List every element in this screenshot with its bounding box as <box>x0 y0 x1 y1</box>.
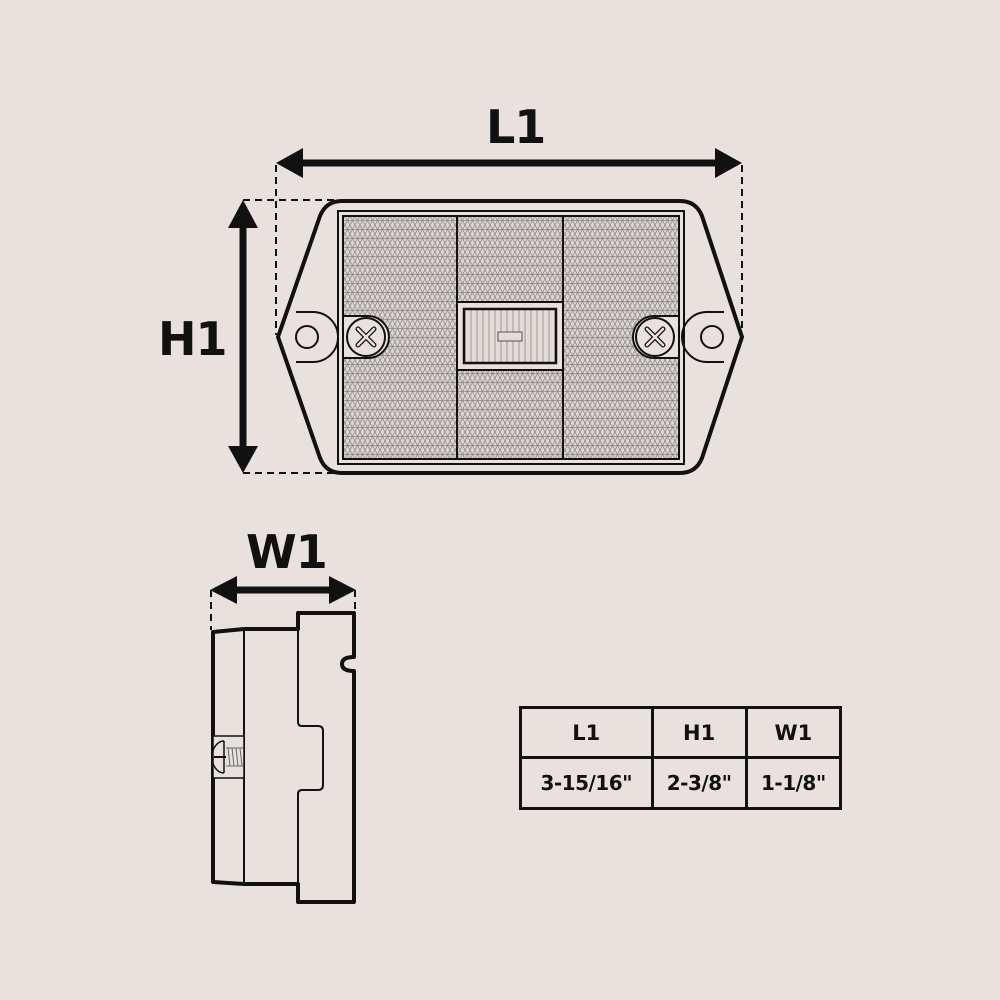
dimensions-table: L1 H1 W1 3-15/16" 2-3/8" 1-1/8" <box>519 706 843 810</box>
front-view <box>276 199 744 475</box>
arrow-right-icon <box>329 576 356 604</box>
arrow-right-icon <box>715 148 742 178</box>
table-header-row: L1 H1 W1 <box>519 706 843 759</box>
length-label: L1 <box>486 100 546 154</box>
arrow-left-icon <box>210 576 237 604</box>
value-w1: 1-1/8" <box>744 756 843 810</box>
arrow-down-icon <box>228 446 258 473</box>
w1-dimension <box>210 576 356 630</box>
header-h1: H1 <box>650 706 748 759</box>
table-row: 3-15/16" 2-3/8" 1-1/8" <box>519 756 843 810</box>
header-l1: L1 <box>519 706 654 759</box>
value-h1: 2-3/8" <box>650 756 748 810</box>
arrow-left-icon <box>276 148 303 178</box>
value-l1: 3-15/16" <box>519 756 654 810</box>
h1-dimension <box>228 199 335 474</box>
l1-dimension <box>275 148 743 335</box>
header-w1: W1 <box>744 706 843 759</box>
arrow-up-icon <box>228 200 258 228</box>
width-label: W1 <box>246 525 328 579</box>
mounting-hole-right <box>700 325 724 349</box>
side-view <box>211 611 356 904</box>
mounting-hole-left <box>295 325 319 349</box>
height-label: H1 <box>158 312 228 366</box>
